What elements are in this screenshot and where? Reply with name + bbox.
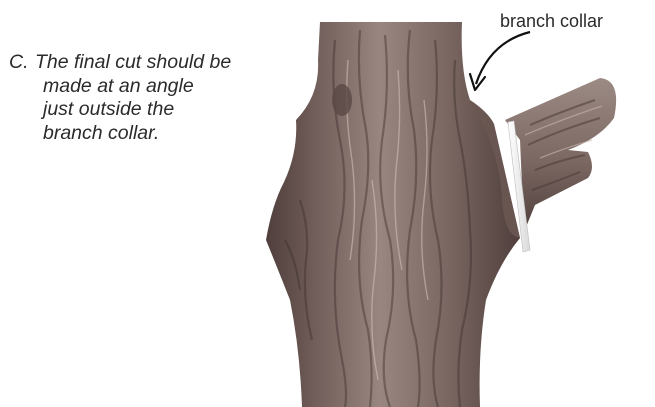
caption-line-3: just outside the: [9, 98, 299, 122]
branch-collar-label: branch collar: [500, 11, 603, 32]
step-letter: C.: [9, 51, 35, 75]
caption-line-1: The final cut should be: [35, 51, 231, 73]
curved-arrow-icon: [470, 32, 530, 90]
caption-line-4: branch collar.: [9, 122, 299, 146]
instruction-caption: C.The final cut should be made at an ang…: [9, 51, 299, 145]
caption-line-2: made at an angle: [9, 75, 299, 99]
